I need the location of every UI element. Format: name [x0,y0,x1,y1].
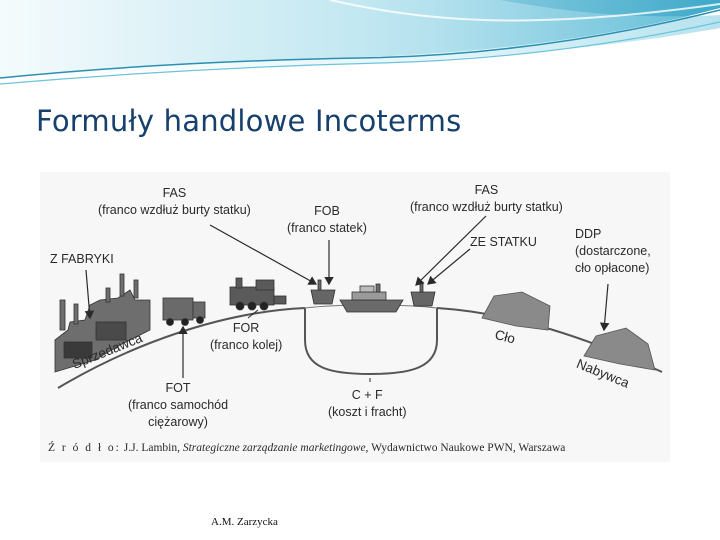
arrow-for [247,309,259,319]
ground-curve [57,307,306,389]
sea-basin [304,308,438,376]
dock-right-icon [410,281,436,307]
source-publisher: Wydawnictwo Naukowe PWN, Warszawa [371,442,566,454]
label-ze-statku: ZE STATKU [470,235,537,249]
source-citation: Ź r ó d ł o: J.J. Lambin, Strategiczne z… [48,442,565,454]
label-fas-right: FAS (franco wzdłuż burty statku) [410,183,563,214]
locomotive-icon [229,277,287,311]
label-fas-left: FAS (franco wzdłuż burty statku) [98,186,251,217]
customs-hill-icon [481,291,551,331]
header-wave-banner [0,0,720,85]
arrow-ze-statku [427,248,471,285]
arrow-fas-left [209,224,318,285]
arrow-fas-right [415,215,487,286]
source-prefix: Ź r ó d ł o: [48,442,121,454]
buyer-hill-icon [583,327,656,371]
ship-icon [339,283,404,313]
source-author: J.J. Lambin, [123,442,180,454]
arrow-ddp [599,283,610,332]
label-cf: C + F (koszt i fracht) [328,388,407,419]
label-ddp: DDP (dostarczone, cło opłacone) [575,227,651,275]
arrow-z-fabryki [84,269,95,320]
source-book-title: Strategiczne zarządzanie marketingowe, [182,442,369,454]
factory-icon [54,273,151,373]
dock-left-icon [310,279,336,305]
slide-author: A.M. Zarzycka [211,516,278,528]
label-fob: FOB (franco statek) [287,204,367,235]
truck-icon [162,297,206,326]
label-fot: FOT (franco samochód ciężarowy) [128,381,229,429]
slide-title: Formuły handlowe Incoterms [36,104,462,138]
label-z-fabryki: Z FABRYKI [50,252,114,266]
label-for: FOR (franco kolej) [210,321,283,352]
